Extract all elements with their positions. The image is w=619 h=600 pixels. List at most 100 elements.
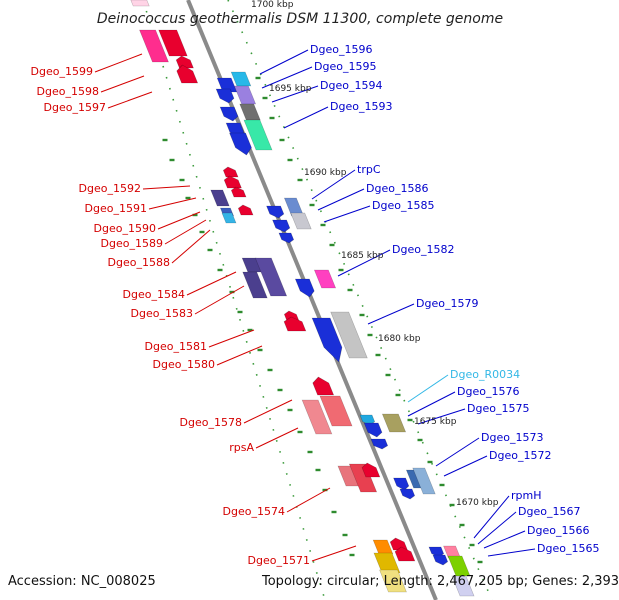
forward-gene-block[interactable] [219, 106, 240, 122]
reverse-gene-block[interactable] [319, 395, 353, 427]
reverse-gene-block[interactable] [175, 55, 194, 69]
leader-line [94, 53, 143, 73]
scale-label-1685-kbp: 1685 kbp [341, 251, 384, 261]
forward-gene-label-dgeo_1579[interactable]: Dgeo_1579 [416, 297, 478, 310]
forward-gene-label-dgeo_1573[interactable]: Dgeo_1573 [481, 431, 543, 444]
forward-gene-block[interactable] [370, 438, 389, 450]
reverse-gene-block[interactable] [174, 64, 199, 84]
forward-gene-label-rpmh[interactable]: rpmH [511, 489, 542, 502]
forward-gene-block[interactable] [243, 119, 273, 151]
forward-gene-label-dgeo_1596[interactable]: Dgeo_1596 [310, 43, 372, 56]
topology-summary: Topology: circular; Length: 2,467,205 bp… [262, 574, 619, 589]
reverse-gene-block[interactable] [210, 189, 230, 207]
reverse-gene-label-dgeo_1578[interactable]: Dgeo_1578 [180, 416, 242, 429]
reverse-gene-block[interactable] [310, 376, 335, 396]
leader-line [107, 91, 153, 109]
rna-gene-label-dgeo_r0034[interactable]: Dgeo_R0034 [450, 368, 520, 381]
reverse-gene-block[interactable] [230, 186, 247, 198]
forward-gene-block[interactable] [311, 317, 348, 363]
forward-gene-block[interactable] [330, 311, 368, 359]
reverse-gene-label-dgeo_1583[interactable]: Dgeo_1583 [131, 307, 193, 320]
leader-line [407, 374, 449, 403]
leader-line [323, 205, 371, 223]
leader-line [148, 197, 197, 210]
forward-gene-block[interactable] [229, 132, 255, 156]
reverse-gene-block[interactable] [254, 257, 288, 297]
reverse-gene-label-dgeo_1588[interactable]: Dgeo_1588 [108, 256, 170, 269]
reverse-gene-label-dgeo_1598[interactable]: Dgeo_1598 [37, 85, 99, 98]
reverse-gene-label-dgeo_1599[interactable]: Dgeo_1599 [31, 65, 93, 78]
leader-line [157, 211, 201, 230]
forward-gene-block[interactable] [393, 477, 411, 491]
leader-line [367, 303, 415, 325]
forward-gene-block[interactable] [432, 554, 449, 566]
forward-gene-block[interactable] [412, 467, 436, 495]
forward-gene-label-dgeo_1566[interactable]: Dgeo_1566 [527, 524, 589, 537]
reverse-gene-block[interactable] [221, 212, 237, 224]
reverse-gene-label-dgeo_1597[interactable]: Dgeo_1597 [44, 101, 106, 114]
scale-label-1700-kbp: 1700 kbp [251, 0, 294, 10]
leader-line [477, 511, 517, 545]
forward-gene-block[interactable] [239, 103, 261, 121]
forward-gene-label-trpc[interactable]: trpC [357, 163, 381, 176]
forward-gene-block[interactable] [215, 88, 236, 104]
reverse-gene-label-dgeo_1584[interactable]: Dgeo_1584 [123, 288, 185, 301]
scale-label-1690-kbp: 1690 kbp [304, 168, 347, 178]
reverse-gene-block[interactable] [222, 166, 239, 178]
forward-gene-label-dgeo_1594[interactable]: Dgeo_1594 [320, 79, 382, 92]
reverse-gene-block[interactable] [301, 399, 333, 435]
reverse-gene-block[interactable] [282, 316, 307, 332]
forward-gene-block[interactable] [294, 278, 316, 298]
leader-line [255, 427, 299, 449]
reverse-gene-block[interactable] [372, 539, 394, 555]
forward-gene-block[interactable] [278, 232, 295, 244]
reverse-gene-block[interactable] [130, 0, 150, 7]
reverse-gene-label-dgeo_1574[interactable]: Dgeo_1574 [223, 505, 285, 518]
forward-gene-label-dgeo_1595[interactable]: Dgeo_1595 [314, 60, 376, 73]
reverse-gene-block[interactable] [242, 271, 268, 299]
reverse-gene-block[interactable] [389, 537, 408, 551]
leader-line [311, 545, 357, 562]
forward-gene-block[interactable] [230, 71, 252, 87]
guide-dot-line [142, 0, 326, 600]
leader-line [194, 285, 245, 315]
forward-gene-block[interactable] [233, 85, 257, 105]
forward-gene-block[interactable] [272, 219, 292, 233]
leader-line [142, 185, 191, 190]
reverse-gene-block[interactable] [393, 546, 416, 562]
forward-gene-block[interactable] [266, 205, 286, 219]
reverse-gene-label-dgeo_1571[interactable]: Dgeo_1571 [248, 554, 310, 567]
forward-gene-block[interactable] [451, 575, 475, 597]
forward-gene-label-dgeo_1572[interactable]: Dgeo_1572 [489, 449, 551, 462]
forward-gene-block[interactable] [399, 488, 416, 500]
forward-gene-label-dgeo_1585[interactable]: Dgeo_1585 [372, 199, 434, 212]
reverse-gene-label-dgeo_1589[interactable]: Dgeo_1589 [101, 237, 163, 250]
forward-gene-label-dgeo_1567[interactable]: Dgeo_1567 [518, 505, 580, 518]
forward-gene-label-dgeo_1593[interactable]: Dgeo_1593 [330, 100, 392, 113]
forward-gene-block[interactable] [381, 413, 407, 433]
forward-gene-label-dgeo_1586[interactable]: Dgeo_1586 [366, 182, 428, 195]
reverse-gene-label-dgeo_1592[interactable]: Dgeo_1592 [79, 182, 141, 195]
reverse-gene-label-rpsa[interactable]: rpsA [229, 441, 254, 454]
forward-gene-block[interactable] [313, 269, 337, 289]
forward-gene-block[interactable] [363, 422, 384, 438]
reverse-gene-block[interactable] [223, 175, 242, 189]
reverse-gene-label-dgeo_1580[interactable]: Dgeo_1580 [153, 358, 215, 371]
forward-gene-label-dgeo_1576[interactable]: Dgeo_1576 [457, 385, 519, 398]
reverse-gene-block[interactable] [348, 463, 378, 493]
forward-gene-label-dgeo_1565[interactable]: Dgeo_1565 [537, 542, 599, 555]
reverse-gene-block[interactable] [139, 29, 169, 63]
reverse-gene-block[interactable] [158, 29, 188, 57]
reverse-gene-block[interactable] [379, 569, 407, 593]
reverse-gene-label-dgeo_1590[interactable]: Dgeo_1590 [94, 222, 156, 235]
reverse-gene-label-dgeo_1581[interactable]: Dgeo_1581 [145, 340, 207, 353]
forward-gene-label-dgeo_1575[interactable]: Dgeo_1575 [467, 402, 529, 415]
reverse-gene-label-dgeo_1591[interactable]: Dgeo_1591 [85, 202, 147, 215]
forward-gene-block[interactable] [290, 212, 312, 230]
scale-label-1680-kbp: 1680 kbp [378, 334, 421, 344]
forward-gene-label-dgeo_1582[interactable]: Dgeo_1582 [392, 243, 454, 256]
reverse-gene-block[interactable] [237, 204, 254, 216]
reverse-gene-block[interactable] [360, 462, 381, 478]
forward-gene-block[interactable] [447, 555, 471, 577]
